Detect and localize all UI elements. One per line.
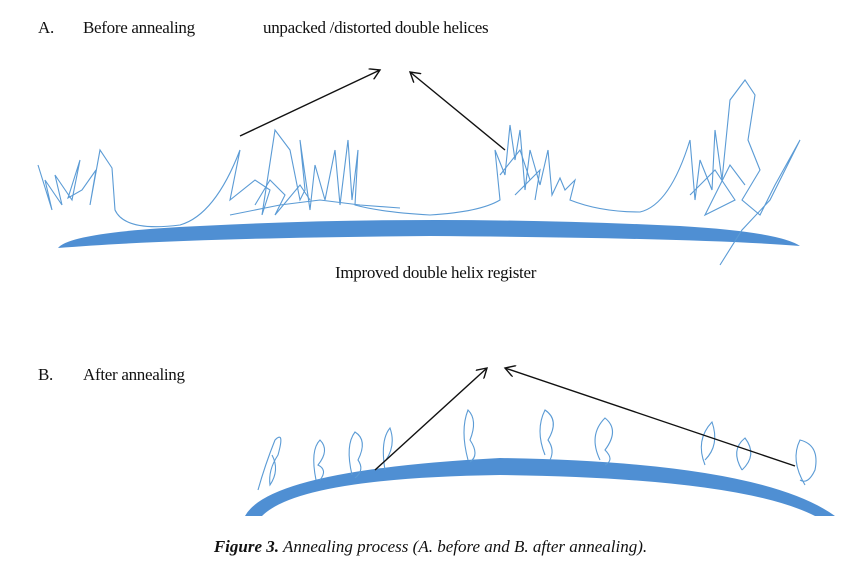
panel-a-letter: A.	[38, 18, 54, 37]
panel-b-annotation: Improved double helix register	[335, 263, 537, 282]
panel-b-letter: B.	[38, 365, 53, 384]
surface-b	[245, 458, 835, 516]
arrow-b-right	[505, 368, 796, 467]
panel-b-title: After annealing	[83, 365, 185, 384]
figure-caption: Figure 3. Annealing process (A. before a…	[0, 537, 861, 557]
surface-a	[58, 220, 800, 248]
arrow-a-left	[239, 70, 380, 137]
arrow-a-right	[410, 72, 506, 151]
caption-label: Figure 3.	[213, 537, 280, 556]
distorted-helices	[37, 79, 801, 266]
caption-text: Annealing process (A. before and B. afte…	[279, 537, 648, 556]
panel-a-title: Before annealing	[83, 18, 195, 37]
panel-a-annotation: unpacked /distorted double helices	[263, 18, 489, 37]
packed-helices	[257, 409, 817, 491]
arrow-b-left	[374, 368, 487, 471]
